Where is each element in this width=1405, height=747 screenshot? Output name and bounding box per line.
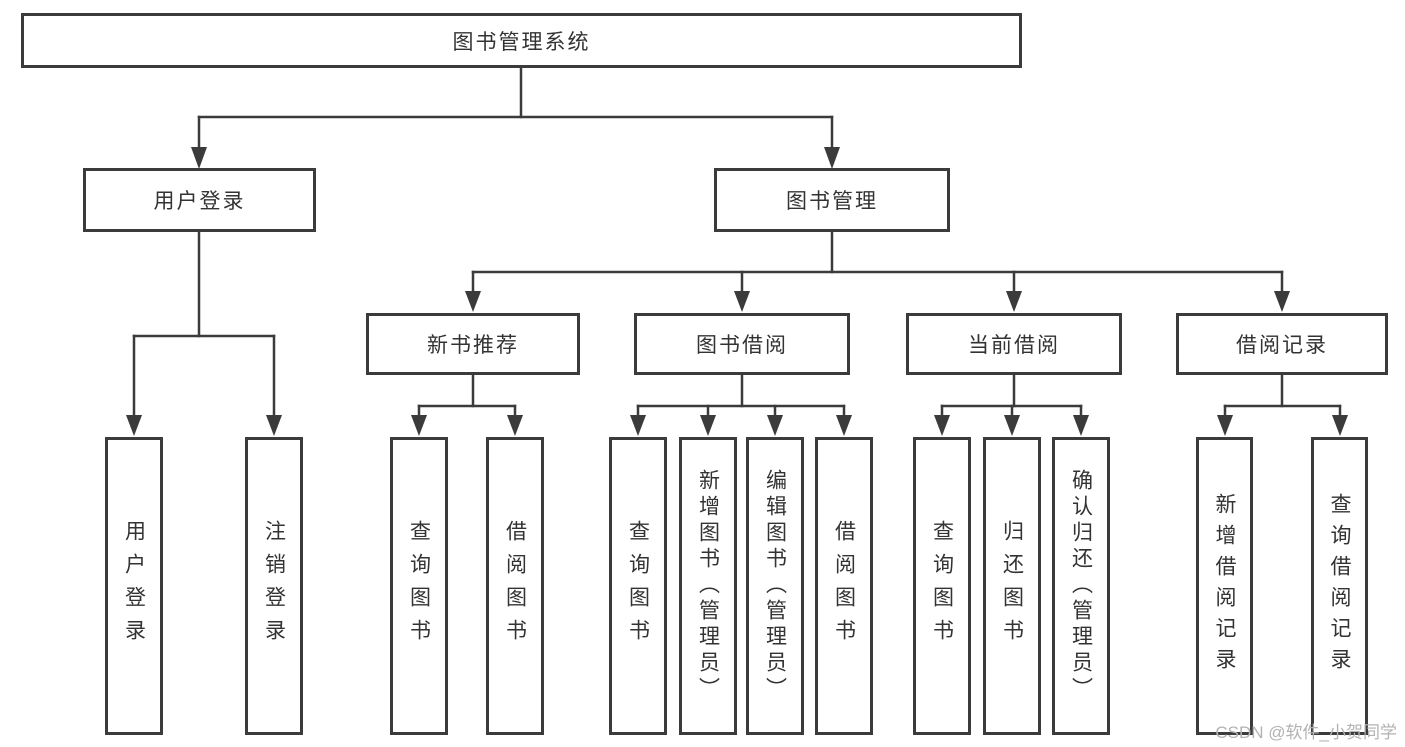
leaf-add-book-admin-label: 新增图书（管理员） (696, 469, 720, 703)
leaf-logout-label: 注销登录 (262, 520, 286, 652)
leaf-query-books-current-label: 查询图书 (930, 520, 954, 652)
leaf-query-books-borrow: 查询图书 (609, 437, 667, 735)
node-current-borrow: 当前借阅 (906, 313, 1122, 375)
leaf-borrow-books: 借阅图书 (815, 437, 873, 735)
node-book-borrow: 图书借阅 (634, 313, 850, 375)
node-new-book-recommend: 新书推荐 (366, 313, 580, 375)
leaf-add-borrow-record-label: 新增借阅记录 (1213, 493, 1236, 679)
leaf-user-login: 用户登录 (105, 437, 163, 735)
leaf-query-books-recommend: 查询图书 (390, 437, 448, 735)
leaf-query-borrow-record-label: 查询借阅记录 (1328, 493, 1351, 679)
leaf-query-books-borrow-label: 查询图书 (626, 520, 650, 652)
leaf-return-book: 归还图书 (983, 437, 1041, 735)
node-user-login: 用户登录 (83, 168, 316, 232)
leaf-edit-book-admin-label: 编辑图书（管理员） (763, 469, 787, 703)
node-root: 图书管理系统 (21, 13, 1022, 68)
leaf-edit-book-admin: 编辑图书（管理员） (746, 437, 804, 735)
leaf-add-book-admin: 新增图书（管理员） (679, 437, 737, 735)
csdn-watermark: CSDN @软件_小贺同学 (1215, 723, 1397, 742)
leaf-return-book-label: 归还图书 (1000, 520, 1024, 652)
leaf-add-borrow-record: 新增借阅记录 (1196, 437, 1253, 735)
leaf-logout: 注销登录 (245, 437, 303, 735)
leaf-query-books-recommend-label: 查询图书 (407, 520, 431, 652)
edge-paths (132, 66, 1342, 418)
leaf-confirm-return-admin: 确认归还（管理员） (1052, 437, 1110, 735)
leaf-confirm-return-admin-label: 确认归还（管理员） (1069, 469, 1093, 703)
node-book-management: 图书管理 (714, 168, 950, 232)
leaf-query-borrow-record: 查询借阅记录 (1311, 437, 1368, 735)
leaf-query-books-current: 查询图书 (913, 437, 971, 735)
leaf-user-login-label: 用户登录 (122, 520, 146, 652)
arrowheads (126, 147, 1348, 436)
leaf-borrow-books-recommend: 借阅图书 (486, 437, 544, 735)
node-borrow-records: 借阅记录 (1176, 313, 1388, 375)
leaf-borrow-books-label: 借阅图书 (832, 520, 856, 652)
leaf-borrow-books-recommend-label: 借阅图书 (503, 520, 527, 652)
